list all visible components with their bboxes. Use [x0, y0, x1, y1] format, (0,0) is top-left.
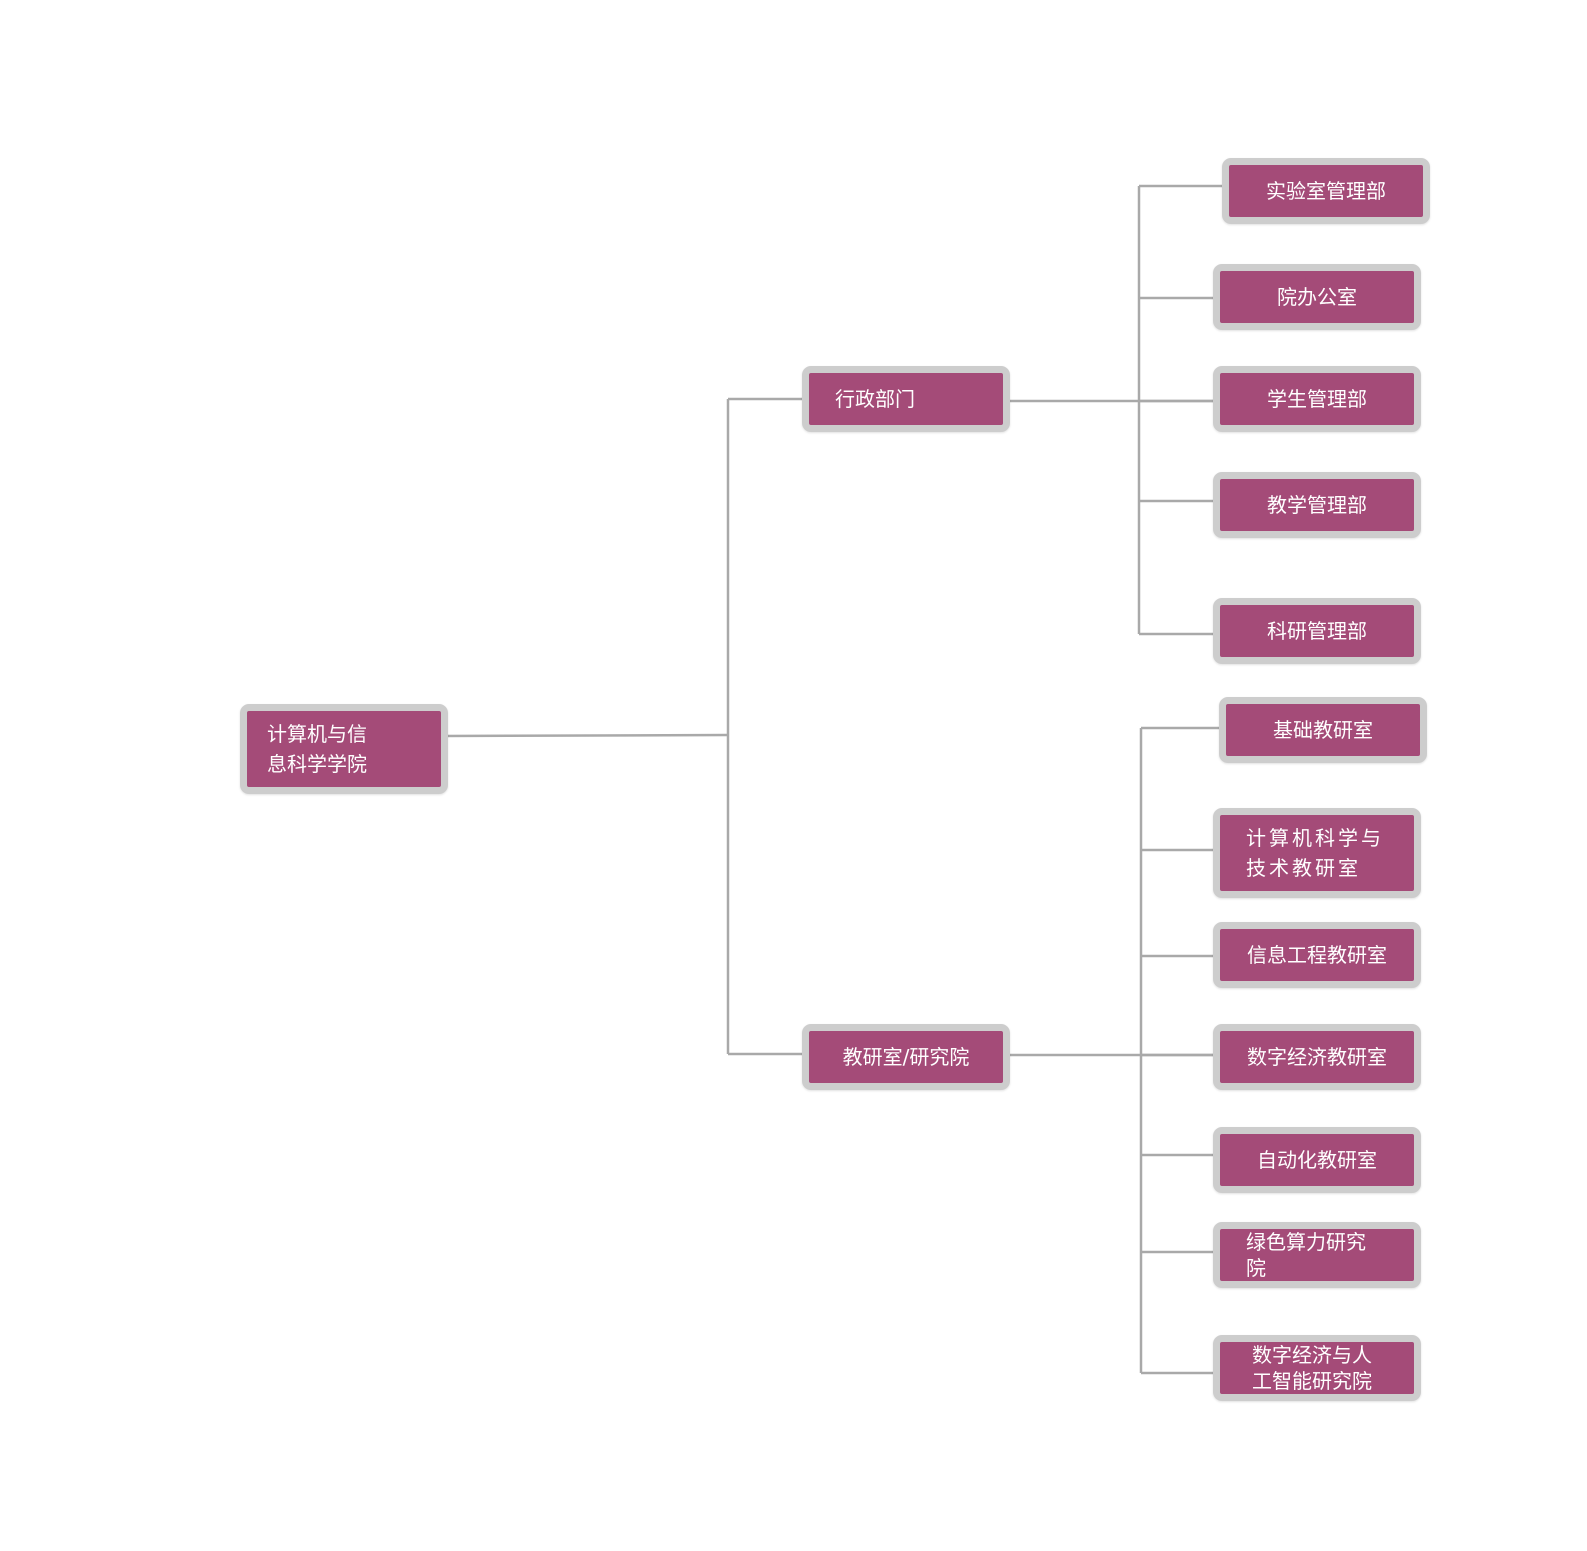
admin-child-node: 院办公室 — [1213, 264, 1421, 330]
admin-child-label: 科研管理部 — [1267, 619, 1367, 643]
teach-child-label: 数字经济与人 工智能研究院 — [1252, 1343, 1372, 1393]
teach-child-label: 绿色算力研究 院 — [1246, 1230, 1366, 1280]
teach-child-node: 绿色算力研究 院 — [1213, 1222, 1421, 1288]
admin-child-node: 实验室管理部 — [1222, 158, 1430, 224]
admin-child-label: 教学管理部 — [1267, 493, 1367, 517]
admin-child-label: 院办公室 — [1277, 285, 1357, 309]
root-node: 计算机与信 息科学学院 — [240, 704, 448, 794]
teach-child-node: 基础教研室 — [1219, 697, 1427, 763]
teach-child-label: 数字经济教研室 — [1247, 1045, 1387, 1069]
branch-node-teaching-label: 教研室/研究院 — [842, 1045, 970, 1069]
teach-child-label: 计算机科学与 技术教研室 — [1246, 826, 1384, 880]
admin-child-node: 科研管理部 — [1213, 598, 1421, 664]
admin-child-node: 学生管理部 — [1213, 366, 1421, 432]
admin-child-label: 实验室管理部 — [1266, 179, 1386, 203]
teach-child-label: 基础教研室 — [1273, 718, 1373, 742]
admin-child-label: 学生管理部 — [1267, 387, 1367, 411]
teach-child-node: 数字经济教研室 — [1213, 1024, 1421, 1090]
branch-node-admin-label: 行政部门 — [835, 387, 915, 411]
teach-child-label: 信息工程教研室 — [1247, 943, 1387, 967]
admin-child-node: 教学管理部 — [1213, 472, 1421, 538]
teach-child-node: 数字经济与人 工智能研究院 — [1213, 1335, 1421, 1401]
root-node-label: 计算机与信 息科学学院 — [267, 722, 367, 776]
teach-child-node: 计算机科学与 技术教研室 — [1213, 808, 1421, 898]
branch-node-admin: 行政部门 — [802, 366, 1010, 432]
teach-child-label: 自动化教研室 — [1257, 1148, 1377, 1172]
branch-node-teaching: 教研室/研究院 — [802, 1024, 1010, 1090]
connector-root — [441, 733, 729, 738]
teach-child-node: 自动化教研室 — [1213, 1127, 1421, 1193]
teach-child-node: 信息工程教研室 — [1213, 922, 1421, 988]
